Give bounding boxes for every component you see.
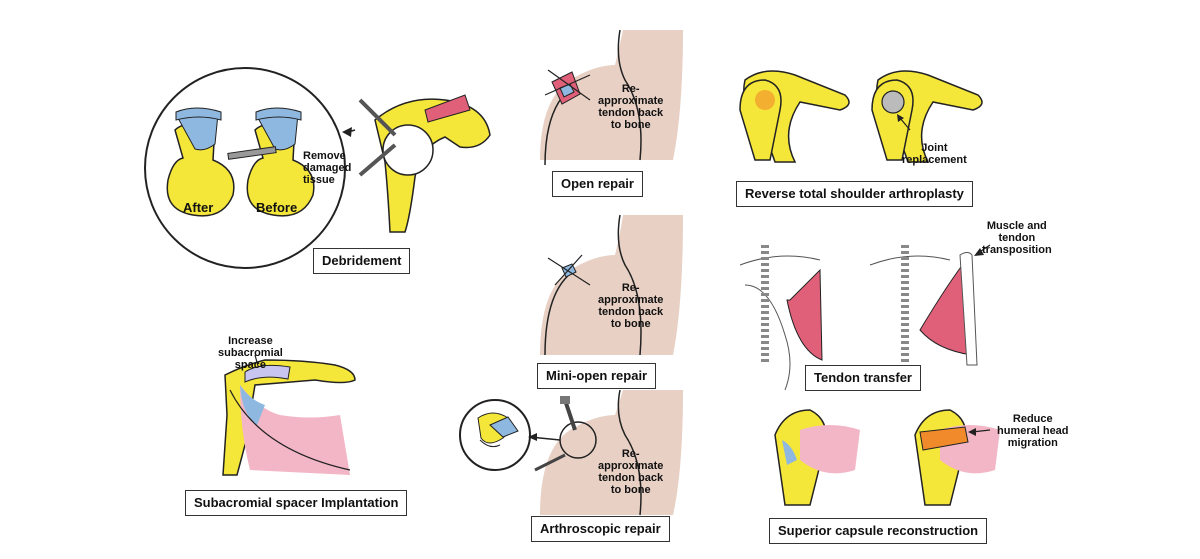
before-label: Before [256,200,298,215]
spacer-label: Subacromial spacer Implantation [185,490,408,516]
after-label: After [183,200,214,215]
tendon-transfer-illustration [739,244,991,391]
debridement-illustration [144,67,491,269]
spacer-illustration [222,354,356,476]
mini-open-repair-label: Mini-open repair [537,363,657,389]
scr-label: Superior capsule reconstruction [769,518,988,544]
mini-open-repair-illustration [540,214,683,356]
open-repair-label: Open repair [552,171,643,197]
arthroscopic-repair-label: Arthroscopic repair [531,516,670,542]
debridement-label: Debridement [313,248,411,274]
scr-illustration [774,409,1000,506]
open-repair-illustration [540,29,683,166]
reverse-tsa-illustration [739,70,983,163]
reverse-tsa-label: Reverse total shoulder arthroplasty [736,181,973,207]
tendon-transfer-label: Tendon transfer [805,365,921,391]
arthroscopic-repair-illustration [459,389,683,516]
